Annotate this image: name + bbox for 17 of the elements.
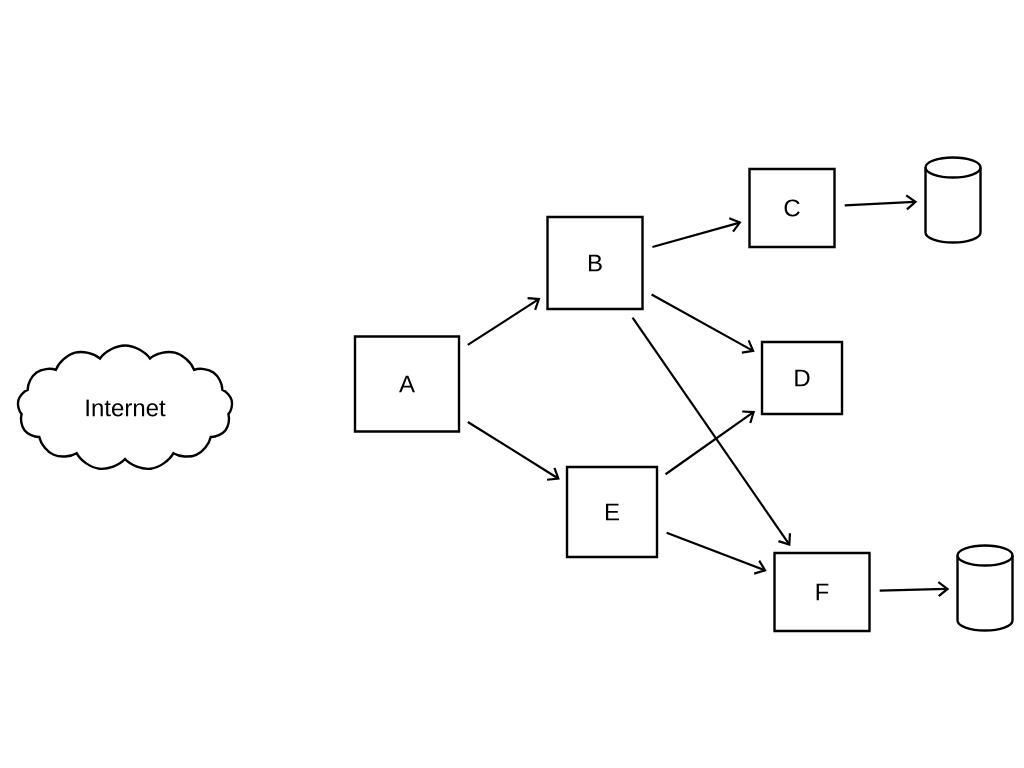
- process-box: B: [546, 215, 644, 311]
- arrow: [651, 293, 755, 354]
- arrow: [467, 421, 560, 481]
- database-cylinder: [924, 156, 982, 244]
- arrow: [631, 317, 792, 547]
- database-cylinder: [956, 544, 1014, 632]
- arrow: [467, 296, 541, 346]
- arrow: [664, 410, 756, 476]
- process-box: C: [748, 167, 836, 249]
- arrow: [652, 217, 742, 249]
- process-box: F: [773, 551, 871, 633]
- process-box: D: [760, 340, 844, 416]
- process-box: A: [353, 335, 461, 433]
- process-box: E: [565, 465, 659, 559]
- arrow: [844, 194, 918, 211]
- arrow: [879, 581, 950, 597]
- arrow: [666, 531, 767, 575]
